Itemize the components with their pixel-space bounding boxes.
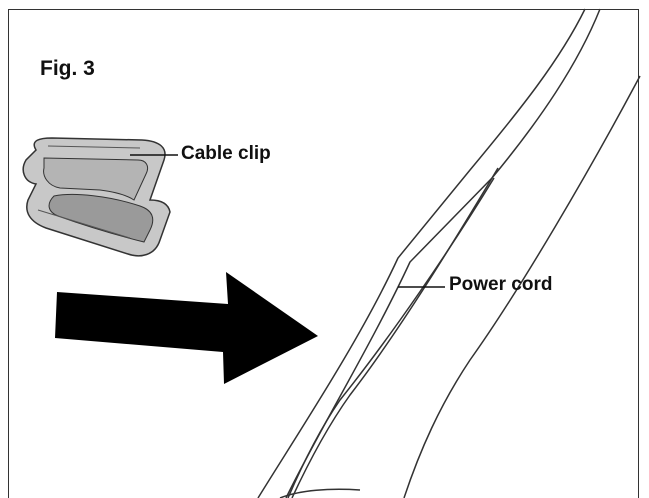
cable-clip-illustration bbox=[22, 137, 171, 257]
arrow-right-icon bbox=[55, 272, 318, 384]
cable-clip-label: Cable clip bbox=[181, 143, 271, 164]
power-cord-illustration bbox=[257, 8, 641, 498]
figure-frame bbox=[8, 9, 639, 498]
power-cord-label: Power cord bbox=[449, 274, 553, 295]
figure-title: Fig. 3 bbox=[40, 57, 95, 80]
